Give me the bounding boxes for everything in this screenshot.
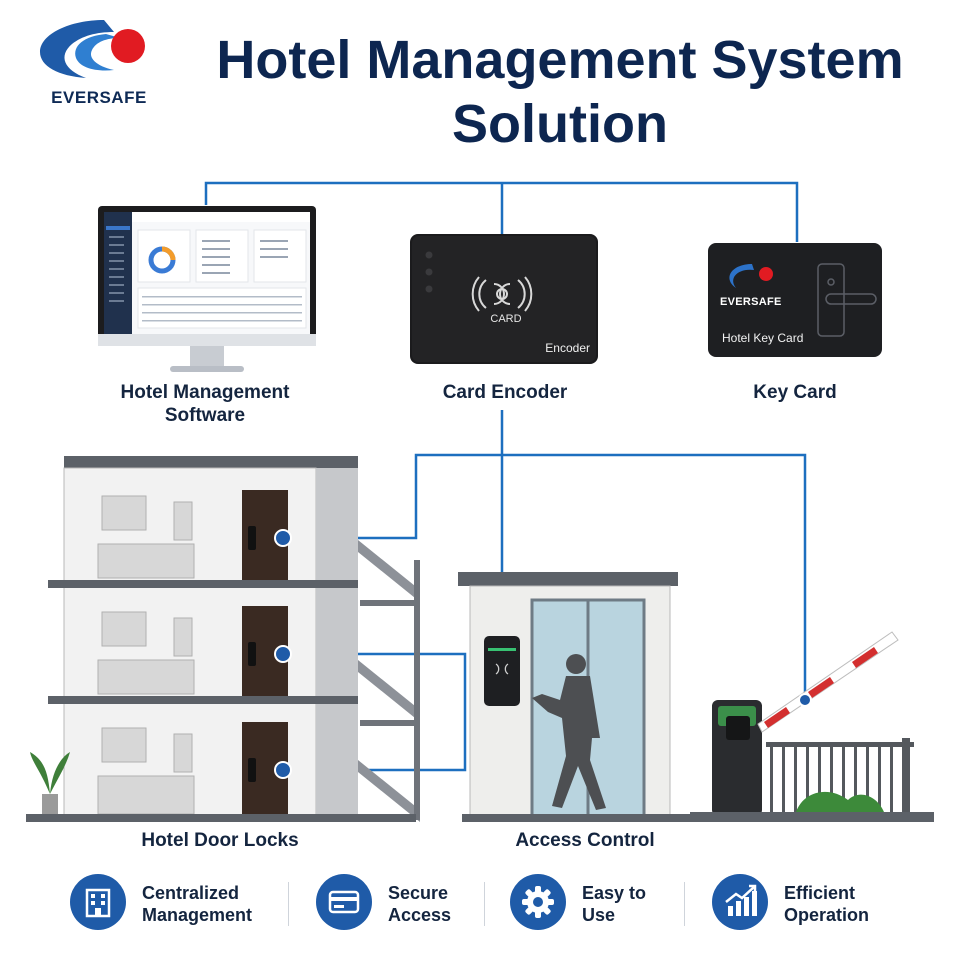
- monitor-icon: [98, 206, 316, 372]
- feature-efficient-operation: Efficient Operation: [712, 870, 912, 936]
- software-label-line-1: Hotel Management: [120, 382, 290, 403]
- door-locks-label: Hotel Door Locks: [141, 830, 299, 851]
- encoder-device-name: Encoder: [545, 341, 590, 355]
- feature-line-1: Secure: [388, 883, 449, 903]
- growth-chart-icon: [712, 874, 768, 930]
- feature-divider: [484, 882, 485, 926]
- keycard-brand-text: EVERSAFE: [720, 296, 782, 308]
- person-silhouette: [532, 654, 606, 810]
- keycard-name-text: Hotel Key Card: [722, 331, 804, 345]
- feature-line-1: Easy to: [582, 883, 647, 903]
- feature-text: Secure Access: [388, 882, 538, 926]
- feature-divider: [684, 882, 685, 926]
- feature-easy-to-use: Easy to Use: [510, 870, 690, 936]
- feature-text: Easy to Use: [582, 882, 732, 926]
- title-line-2: Solution: [452, 94, 668, 154]
- software-label-line-2: Software: [164, 405, 246, 426]
- feature-secure-access: Secure Access: [316, 870, 496, 936]
- feature-text: Centralized Management: [142, 882, 292, 926]
- feature-text: Efficient Operation: [784, 882, 934, 926]
- software-label: Hotel Management Software: [95, 381, 315, 427]
- card-reader: [484, 636, 520, 706]
- title-line-1: Hotel Management System: [216, 30, 904, 90]
- key-card: [708, 243, 882, 357]
- page-title: Hotel Management System Solution: [180, 28, 940, 156]
- door-handle-icon: [817, 263, 877, 337]
- feature-line-1: Efficient: [784, 883, 856, 903]
- barrier-gate: [690, 631, 934, 822]
- logo-mark-icon: [40, 20, 145, 78]
- eversafe-logo: EVERSAFE: [34, 16, 164, 116]
- top-connector-lines: [204, 181, 799, 242]
- feature-line-1: Centralized: [142, 883, 240, 903]
- credit-card-icon: [316, 874, 372, 930]
- door-lock-dots: [274, 529, 292, 779]
- access-booth: [458, 572, 692, 822]
- access-control-label: Access Control: [515, 830, 655, 851]
- feature-line-2: Access: [388, 905, 452, 925]
- feature-line-2: Operation: [784, 905, 870, 925]
- barrier-arm: [757, 631, 899, 733]
- feature-divider: [288, 882, 289, 926]
- card-logo-icon: [729, 264, 773, 288]
- gear-icon: [510, 874, 566, 930]
- encoder-label: Card Encoder: [442, 382, 568, 403]
- logo-text: EVERSAFE: [51, 88, 147, 107]
- rfid-icon: [471, 276, 533, 312]
- feature-line-2: Use: [582, 905, 616, 925]
- keycard-label: Key Card: [753, 382, 837, 403]
- feature-line-2: Management: [142, 905, 253, 925]
- feature-centralized-management: Centralized Management: [70, 870, 290, 936]
- card-encoder-device: [410, 234, 598, 364]
- encoder-card-text: CARD: [490, 313, 522, 325]
- building-icon: [70, 874, 126, 930]
- hotel-building: [26, 456, 420, 822]
